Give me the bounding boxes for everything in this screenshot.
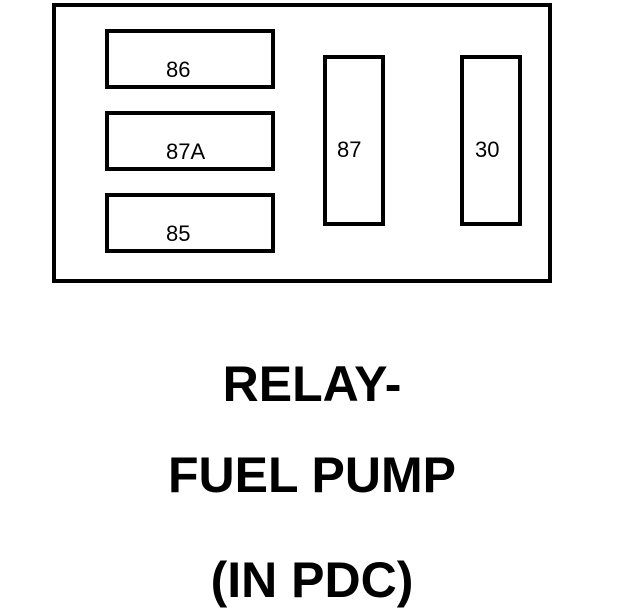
- caption-line-3: (IN PDC): [210, 552, 414, 608]
- terminal-86: [105, 29, 275, 89]
- caption-line-2: FUEL PUMP: [168, 447, 456, 503]
- terminal-30: [460, 55, 522, 226]
- terminal-86-label: 86: [166, 57, 191, 82]
- terminal-30-label: 30: [475, 137, 500, 162]
- terminal-87-label: 87: [337, 137, 362, 162]
- caption-line-1: RELAY-: [222, 356, 402, 412]
- terminal-87a-label: 87A: [166, 139, 206, 164]
- relay-outline: [52, 3, 552, 283]
- terminal-87: [323, 55, 385, 226]
- terminal-87a: [105, 111, 275, 171]
- terminal-85: [105, 193, 275, 253]
- terminal-85-label: 85: [166, 221, 191, 246]
